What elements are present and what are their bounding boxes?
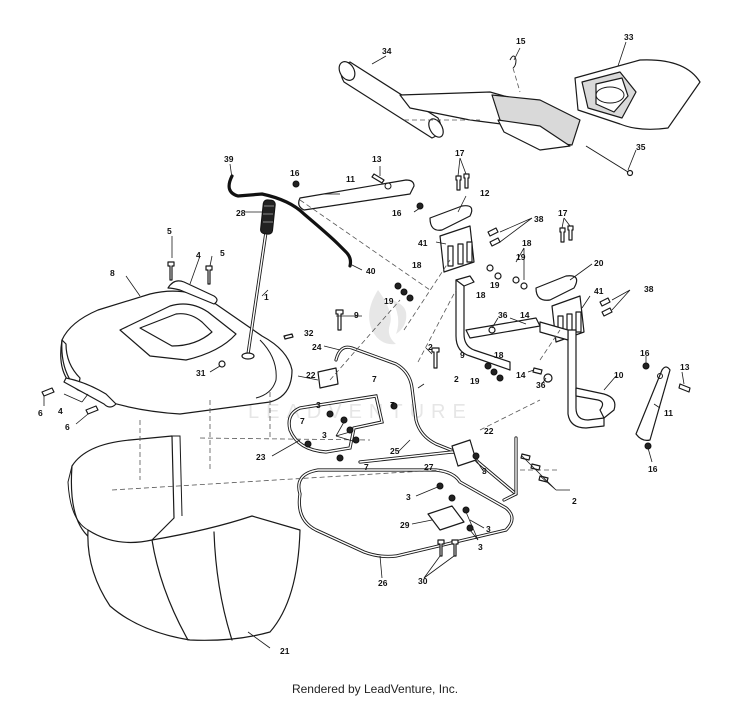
grass-bag — [67, 435, 301, 641]
hardware — [41, 173, 691, 557]
callout-27: 27 — [424, 462, 434, 472]
bracket-upper — [298, 179, 431, 291]
callout-38: 38 — [644, 284, 654, 294]
callout-19: 19 — [490, 280, 500, 290]
callout-16: 16 — [648, 464, 658, 474]
cable — [227, 174, 353, 268]
callout-13: 13 — [680, 362, 690, 372]
callout-5: 5 — [167, 226, 172, 236]
callout-8: 8 — [110, 268, 115, 278]
hitch-tube-assembly — [338, 55, 701, 177]
callout-11: 11 — [346, 174, 355, 184]
callout-35: 35 — [636, 142, 646, 152]
callout-6: 6 — [65, 422, 70, 432]
callout-38: 38 — [534, 214, 544, 224]
callout-39: 39 — [224, 154, 234, 164]
callout-5: 5 — [220, 248, 225, 258]
callout-labels: 1 2 2 2 3 3 3 3 3 3 4 4 5 5 6 6 7 7 7 7 … — [38, 32, 690, 656]
callout-32: 32 — [304, 328, 314, 338]
dump-handle — [241, 199, 276, 360]
callout-16: 16 — [640, 348, 650, 358]
callout-30: 30 — [418, 576, 428, 586]
callout-19: 19 — [384, 296, 394, 306]
watermark-logo — [369, 290, 407, 345]
callout-18: 18 — [522, 238, 532, 248]
callout-9: 9 — [354, 310, 359, 320]
callout-22: 22 — [306, 370, 316, 380]
callout-36: 36 — [536, 380, 546, 390]
callout-36: 36 — [498, 310, 508, 320]
callout-16: 16 — [392, 208, 402, 218]
callout-19: 19 — [516, 252, 526, 262]
callout-18: 18 — [412, 260, 422, 270]
callout-19: 19 — [470, 376, 480, 386]
callout-9: 9 — [460, 350, 465, 360]
callout-4: 4 — [196, 250, 201, 260]
callout-7: 7 — [390, 400, 395, 410]
callout-10: 10 — [614, 370, 624, 380]
clamp-upper — [429, 205, 475, 273]
credit-footer: Rendered by LeadVenture, Inc. — [291, 682, 459, 696]
assembly-lines — [111, 119, 561, 491]
callout-22: 22 — [484, 426, 494, 436]
callout-31: 31 — [196, 368, 206, 378]
callout-26: 26 — [378, 578, 388, 588]
callout-40: 40 — [366, 266, 376, 276]
callout-1: 1 — [264, 292, 269, 302]
tube-frame-right — [539, 321, 616, 429]
callout-7: 7 — [364, 462, 369, 472]
callout-3: 3 — [486, 524, 491, 534]
callout-13: 13 — [372, 154, 382, 164]
callout-17: 17 — [558, 208, 568, 218]
callout-14: 14 — [520, 310, 530, 320]
callout-2: 2 — [572, 496, 577, 506]
watermark-text: LEADVENTURE — [248, 401, 473, 423]
callout-25: 25 — [390, 446, 400, 456]
callout-14: 14 — [516, 370, 526, 380]
callout-3: 3 — [482, 466, 487, 476]
callout-20: 20 — [594, 258, 604, 268]
callout-18: 18 — [494, 350, 504, 360]
callout-11: 11 — [664, 408, 673, 418]
callout-4: 4 — [58, 406, 63, 416]
callout-23: 23 — [256, 452, 266, 462]
callout-15: 15 — [516, 36, 526, 46]
callout-3: 3 — [406, 492, 411, 502]
callout-7: 7 — [300, 416, 305, 426]
callout-24: 24 — [312, 342, 322, 352]
callout-41: 41 — [418, 238, 428, 248]
callout-3: 3 — [478, 542, 483, 552]
frame-wires — [287, 345, 518, 559]
bracket-right — [635, 366, 671, 441]
callout-2: 2 — [454, 374, 459, 384]
bag-cover — [60, 280, 293, 415]
callout-6: 6 — [38, 408, 43, 418]
callout-16: 16 — [290, 168, 300, 178]
callout-34: 34 — [382, 46, 392, 56]
callout-3: 3 — [322, 430, 327, 440]
callout-33: 33 — [624, 32, 634, 42]
leader-lines — [43, 41, 685, 649]
callout-2: 2 — [428, 342, 433, 352]
callout-12: 12 — [480, 188, 490, 198]
callout-21: 21 — [280, 646, 290, 656]
callout-29: 29 — [400, 520, 410, 530]
callout-41: 41 — [594, 286, 604, 296]
callout-7: 7 — [372, 374, 377, 384]
callout-17: 17 — [455, 148, 465, 158]
callout-28: 28 — [236, 208, 246, 218]
callout-3: 3 — [316, 400, 321, 410]
callout-18: 18 — [476, 290, 486, 300]
